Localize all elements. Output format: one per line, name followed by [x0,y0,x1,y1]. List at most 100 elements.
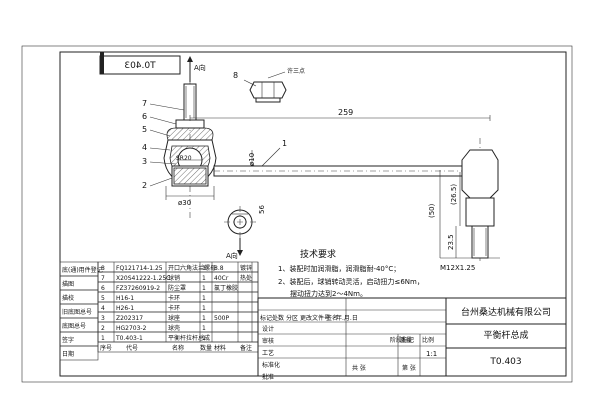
technical-requirements: 技术要求 1、装配时加润滑脂，润滑脂耐-40°C； 2、装配后，球销转动灵活，启… [278,248,424,298]
stage-header: 阶段标记 [390,336,414,344]
view-a-bottom: 56 A向 [224,205,266,260]
sheet-no: 第 张 [402,364,416,372]
bom-cell-code: T0.403-1 [115,335,143,342]
side-label: 日期 [62,350,74,358]
bom-cell-code: H26-1 [116,305,134,312]
tech-note-2: 2、装配后，球销转动灵活，启动扭力≤6Nm， [278,277,424,286]
nut-note: 许三点 [287,67,305,75]
side-label: 签字 [62,336,74,344]
bom-cell-code: Z202317 [116,315,143,322]
change-col: 年.月.日 [336,314,358,322]
balloon-4: 4 [142,143,147,152]
bom-cell-material: 氯丁橡胶 [214,284,238,292]
nut-view: 8 许三点 [233,67,305,103]
bom-cell-no: 2 [101,325,105,332]
ball-joint-assembly: SR20 ø30 [163,82,217,220]
side-label: 旧底图总号 [62,308,92,316]
view-label-bottom: A向 [226,251,238,260]
bom-cell-no: 6 [101,285,105,292]
scale-header: 比例 [422,336,434,344]
change-col: 分区 [286,314,298,322]
dim-26-5: (26.5) [450,184,458,205]
bom-cell-name: 球壳 [168,324,180,332]
bom-cell-code: FQ121714-1.25 [116,265,163,272]
outer-frame [21,45,573,383]
bom-cell-qty: 1 [202,305,206,312]
bom-cell-name: 平衡杆拉杆总成 [168,334,210,342]
scale-value: 1:1 [426,350,437,358]
balloon-2: 2 [142,181,147,190]
change-col: 签名 [326,314,338,322]
bom-footer-qty: 数量 [200,344,212,352]
bom-cell-name: 卡环 [168,294,180,302]
bom-cell-no: 7 [101,275,105,282]
change-col: 处数 [272,314,284,322]
bom-cell-name: 卡环 [168,304,180,312]
bom-cell-material: 500P [214,315,229,322]
sheet-total: 共 张 [352,364,366,372]
code-stamp-text: T0.403 [124,61,156,71]
bom-cell-qty: 1 [202,275,206,282]
dim-thread: M12X1.25 [440,264,475,272]
balloon-8: 8 [233,71,238,80]
bom-cell-qty: 1 [202,315,206,322]
bom-footer-name: 名称 [172,344,184,352]
dim-sr20: SR20 [176,155,192,162]
dim-phi10: ø10 [248,153,256,166]
bom-cell-code: H16-1 [116,295,134,302]
bom-cell-name: 开口六角法兰螺母 [168,264,216,272]
tech-notes-title: 技术要求 [300,248,336,260]
bom-cell-qty: 1 [202,325,206,332]
dim-23-5: 23.5 [447,234,455,250]
role-label: 工艺 [262,349,274,357]
bom-cell-no: 3 [101,315,105,322]
company-name: 台州桑达机械有限公司 [461,306,551,318]
weight-header: 重量 [400,336,412,344]
side-label: 底(通)用件登记 [62,266,103,274]
bom-cell-name: 防尘罩 [168,284,186,292]
balloon-7: 7 [142,99,147,108]
bom-cell-qty: 1 [202,295,206,302]
role-label: 标准化 [262,361,280,369]
dim-phi30: ø30 [178,199,191,207]
role-label: 批准 [262,373,274,381]
bom-footer-material: 材料 [214,344,226,352]
bom-cell-code: HG2703-2 [116,325,147,332]
bom-cell-qty: 1 [202,265,206,272]
code-stamp: T0.403 [99,52,181,75]
tech-note-1: 1、装配时加润滑脂，润滑脂耐-40°C； [278,264,400,273]
change-col: 更改文件号 [300,314,330,322]
bom-cell-no: 5 [101,295,105,302]
drawing-number: T0.403 [489,357,521,367]
rod: 259 ø10 [189,108,491,177]
side-label: 描图 [62,280,74,288]
dim-259: 259 [338,108,353,117]
side-label: 底图总号 [62,322,86,330]
dim-56: 56 [258,205,266,214]
balloon-5: 5 [142,125,147,134]
right-joint: (50) (26.5) 23.5 M12X1.25 [428,138,500,272]
bom-cell-note: 镀锌 [240,264,252,272]
bom-cell-material: 8.8 [214,265,224,272]
bom-cell-no: 4 [101,305,105,312]
balloon-1: 1 [282,139,287,148]
tech-note-3: 摆动扭力达到2～4Nm。 [290,289,367,298]
balloon-callouts: 7 6 5 4 3 2 1 [142,99,287,190]
change-col: 标记 [260,314,272,322]
bom-cell-no: 1 [101,335,105,342]
role-label: 设计 [262,325,274,333]
bom-footer-no: 序号 [100,344,112,352]
dim-50: (50) [428,203,436,218]
view-arrow-top: A向 [187,56,206,82]
bom-cell-code: X20S41222-1.25C [116,275,170,282]
bom-footer-note: 备注 [240,344,252,352]
bom-cell-no: 8 [101,265,105,272]
bom-cell-code: FZ37260919-2 [116,285,160,292]
bom-cell-name: 球销 [168,274,180,282]
balloon-3: 3 [142,157,147,166]
bom-cell-material: 40Cr [214,275,229,282]
bom-cell-note: 热处 [240,274,252,282]
side-label: 描校 [62,294,74,302]
balloon-6: 6 [142,112,147,121]
